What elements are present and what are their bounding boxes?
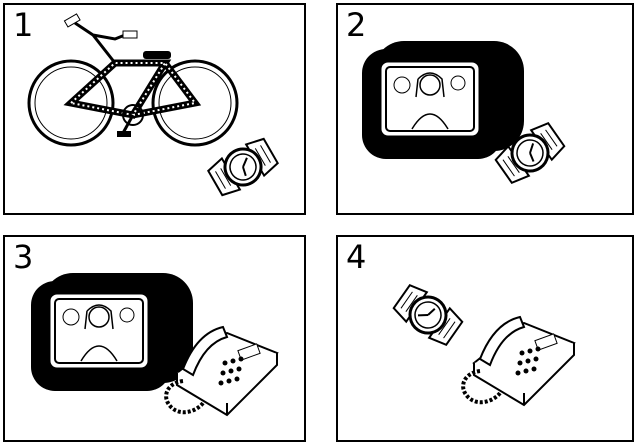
bicycle-icon: [27, 13, 239, 147]
panel-3: 3: [3, 235, 306, 442]
panel-number: 3: [13, 238, 34, 276]
panel-1: 1: [3, 3, 306, 215]
telephone-icon: [164, 325, 279, 417]
telephone-icon: [461, 315, 576, 407]
panel-2: 2: [336, 3, 634, 215]
wristwatch-icon: [491, 118, 569, 188]
panel-4: 4: [336, 235, 634, 442]
panel-number: 4: [346, 238, 367, 276]
panel-number: 1: [13, 6, 34, 44]
panel-number: 2: [346, 6, 367, 44]
wristwatch-icon: [204, 133, 282, 201]
